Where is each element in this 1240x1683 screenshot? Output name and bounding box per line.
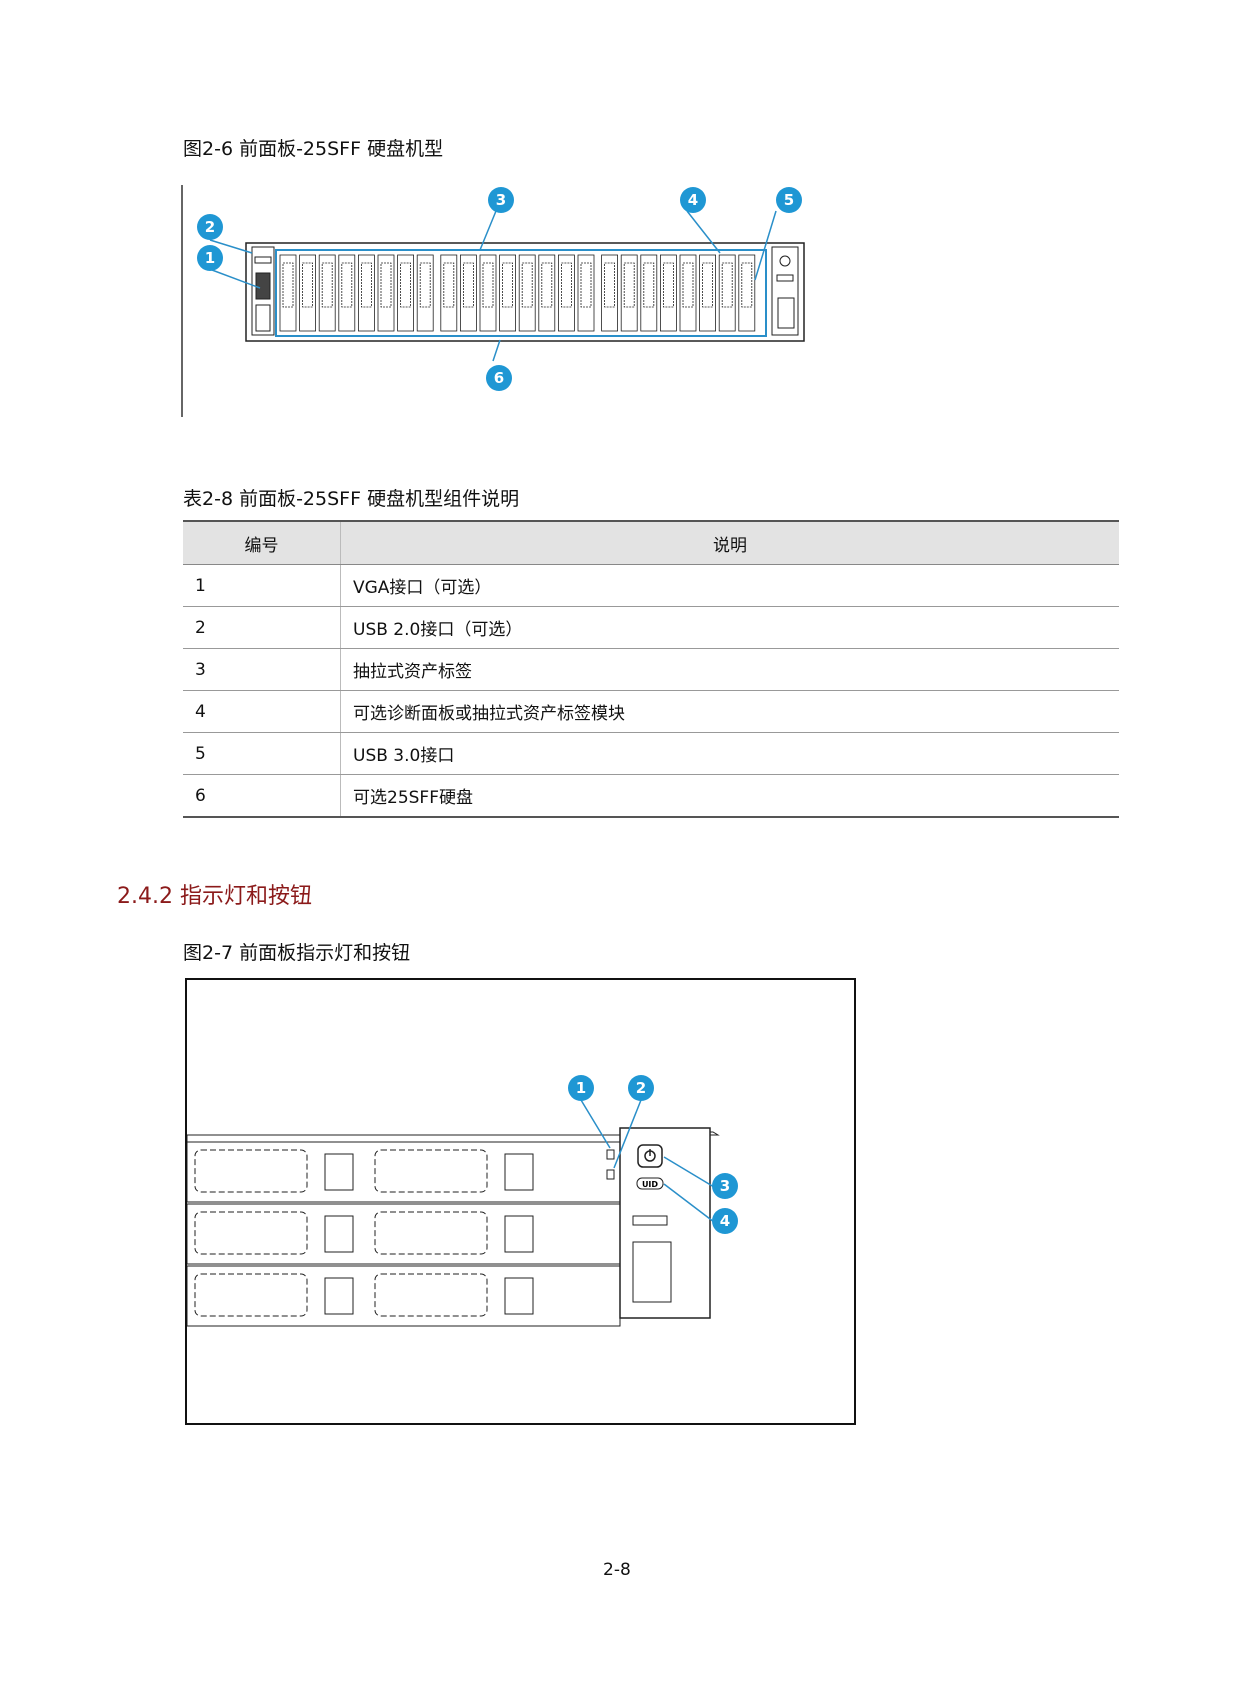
drive-bay xyxy=(659,254,677,332)
table-caption: 表2-8 前面板-25SFF 硬盘机型组件说明 xyxy=(183,488,520,510)
row-number: 6 xyxy=(183,774,341,818)
row-number: 1 xyxy=(183,564,341,607)
row-description: USB 2.0接口（可选） xyxy=(340,606,1119,649)
callout-2: 2 xyxy=(197,214,223,240)
drive-bay xyxy=(318,254,336,332)
drive-bay xyxy=(699,254,716,332)
table-header-row: 编号 说明 xyxy=(183,520,1119,565)
callout-4: 4 xyxy=(680,187,706,213)
row-number: 4 xyxy=(183,690,341,733)
callout-1: 1 xyxy=(197,245,223,271)
drive-row xyxy=(187,1203,621,1265)
row-number: 2 xyxy=(183,606,341,649)
callout-2: 2 xyxy=(628,1075,654,1101)
callout-3: 3 xyxy=(488,187,514,213)
drive-bay xyxy=(640,254,658,332)
drive-bay xyxy=(679,254,697,332)
front-panel-25sff-figure: 2 1 3 4 5 6 xyxy=(180,185,870,417)
row-description: 抽拉式资产标签 xyxy=(340,648,1119,691)
row-description: 可选诊断面板或抽拉式资产标签模块 xyxy=(340,690,1119,733)
drive-bay xyxy=(377,254,395,332)
drive-bay xyxy=(299,254,316,332)
drive-bay xyxy=(499,254,517,332)
page-number: 2-8 xyxy=(603,1560,631,1580)
row-number: 5 xyxy=(183,732,341,775)
drive-bay xyxy=(279,254,297,332)
callout-5: 5 xyxy=(776,187,802,213)
drive-bay xyxy=(538,254,556,332)
figure-caption: 图2-7 前面板指示灯和按钮 xyxy=(183,942,411,964)
drive-row xyxy=(187,1141,621,1203)
drive-bay xyxy=(718,254,736,332)
row-number: 3 xyxy=(183,648,341,691)
callout-4: 4 xyxy=(712,1208,738,1234)
drive-bay xyxy=(518,254,536,332)
drive-bay xyxy=(557,254,575,332)
drive-bay xyxy=(601,254,619,332)
figure-caption: 图2-6 前面板-25SFF 硬盘机型 xyxy=(183,138,444,160)
drive-bay xyxy=(479,254,497,332)
row-description: VGA接口（可选） xyxy=(340,564,1119,607)
drive-bay xyxy=(416,254,434,332)
header-number: 编号 xyxy=(183,520,341,565)
drive-bay xyxy=(620,254,638,332)
drive-bay xyxy=(440,254,458,332)
drive-bay xyxy=(459,254,477,332)
drive-bay xyxy=(577,254,595,332)
drive-bay xyxy=(338,254,356,332)
indicator-buttons-figure: UID 1 2 3 4 xyxy=(185,978,856,1425)
drive-bay xyxy=(397,254,415,332)
callout-1: 1 xyxy=(568,1075,594,1101)
uid-button-label: UID xyxy=(642,1180,658,1189)
row-description: 可选25SFF硬盘 xyxy=(340,774,1119,818)
row-description: USB 3.0接口 xyxy=(340,732,1119,775)
callout-6: 6 xyxy=(486,365,512,391)
drive-bay xyxy=(357,254,375,332)
drive-row xyxy=(187,1265,621,1327)
header-description: 说明 xyxy=(340,520,1119,565)
drive-bay xyxy=(738,254,756,332)
callout-3: 3 xyxy=(712,1173,738,1199)
section-title: 2.4.2 指示灯和按钮 xyxy=(117,884,312,909)
